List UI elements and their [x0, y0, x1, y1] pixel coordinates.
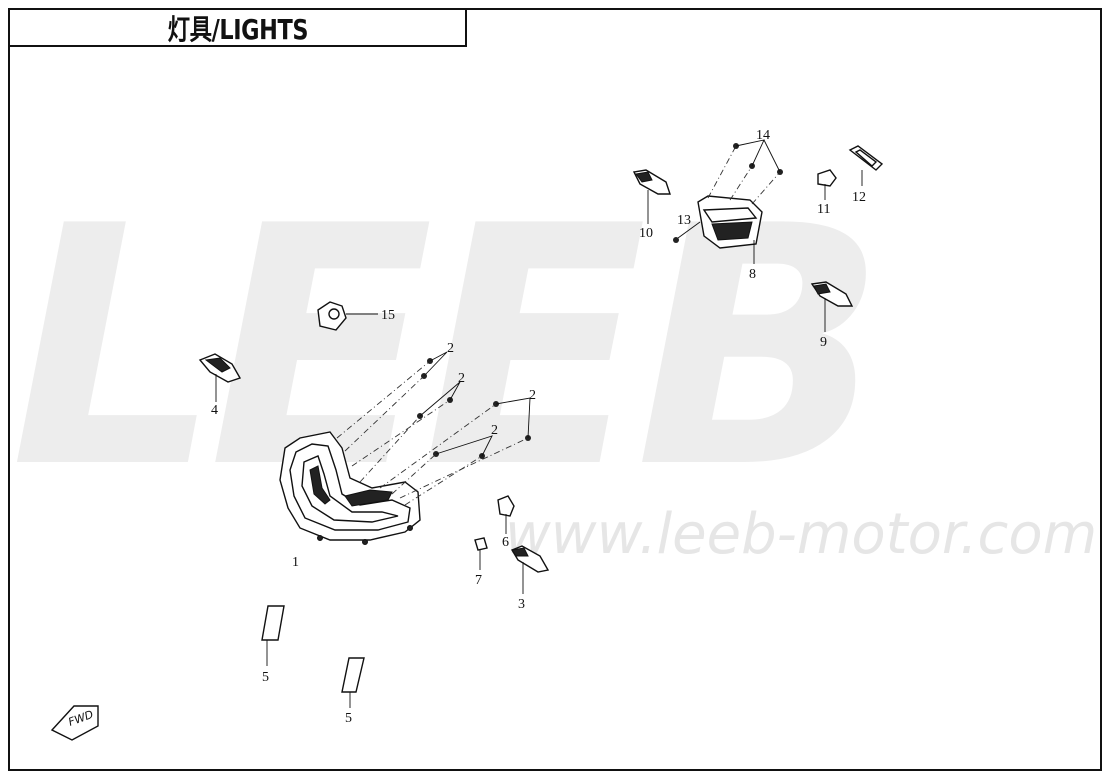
callout-1: 1 [292, 555, 299, 570]
small-clip [474, 537, 488, 570]
callout-10: 10 [639, 226, 653, 241]
rear-right-turn-signal [810, 281, 854, 332]
rear-reflector [848, 145, 884, 186]
reflector-upper [261, 605, 285, 666]
callout-5b: 5 [345, 711, 352, 726]
callout-11: 11 [817, 202, 830, 217]
page-title: 灯具/LIGHTS [167, 12, 308, 46]
license-plate-light [817, 169, 837, 200]
headlight-assembly [279, 431, 421, 545]
left-turn-signal [198, 353, 242, 402]
callout-2a: 2 [447, 341, 454, 356]
callout-15: 15 [381, 308, 395, 323]
callout-9: 9 [820, 335, 827, 350]
callout-2c: 2 [529, 388, 536, 403]
callout-4: 4 [211, 403, 218, 418]
mounting-bolts [336, 351, 531, 506]
connector [497, 495, 515, 534]
callout-2b: 2 [458, 371, 465, 386]
callout-6: 6 [502, 535, 509, 550]
drawing-frame [8, 8, 1102, 771]
callout-7: 7 [475, 573, 482, 588]
tail-light-assembly [673, 139, 783, 264]
reflector-lower [341, 657, 365, 708]
callout-2d: 2 [491, 423, 498, 438]
right-turn-signal [510, 545, 550, 594]
rear-left-turn-signal [632, 169, 671, 224]
title-box: 灯具/LIGHTS [8, 8, 467, 47]
fwd-direction-marker: FWD [50, 705, 99, 741]
callout-13: 13 [677, 213, 691, 228]
light-bracket [317, 301, 378, 331]
callout-8: 8 [749, 267, 756, 282]
watermark-url: www.leeb-motor.com [505, 502, 1097, 567]
callout-12: 12 [852, 190, 866, 205]
callout-3: 3 [518, 597, 525, 612]
callout-14: 14 [756, 128, 770, 143]
callout-5a: 5 [262, 670, 269, 685]
